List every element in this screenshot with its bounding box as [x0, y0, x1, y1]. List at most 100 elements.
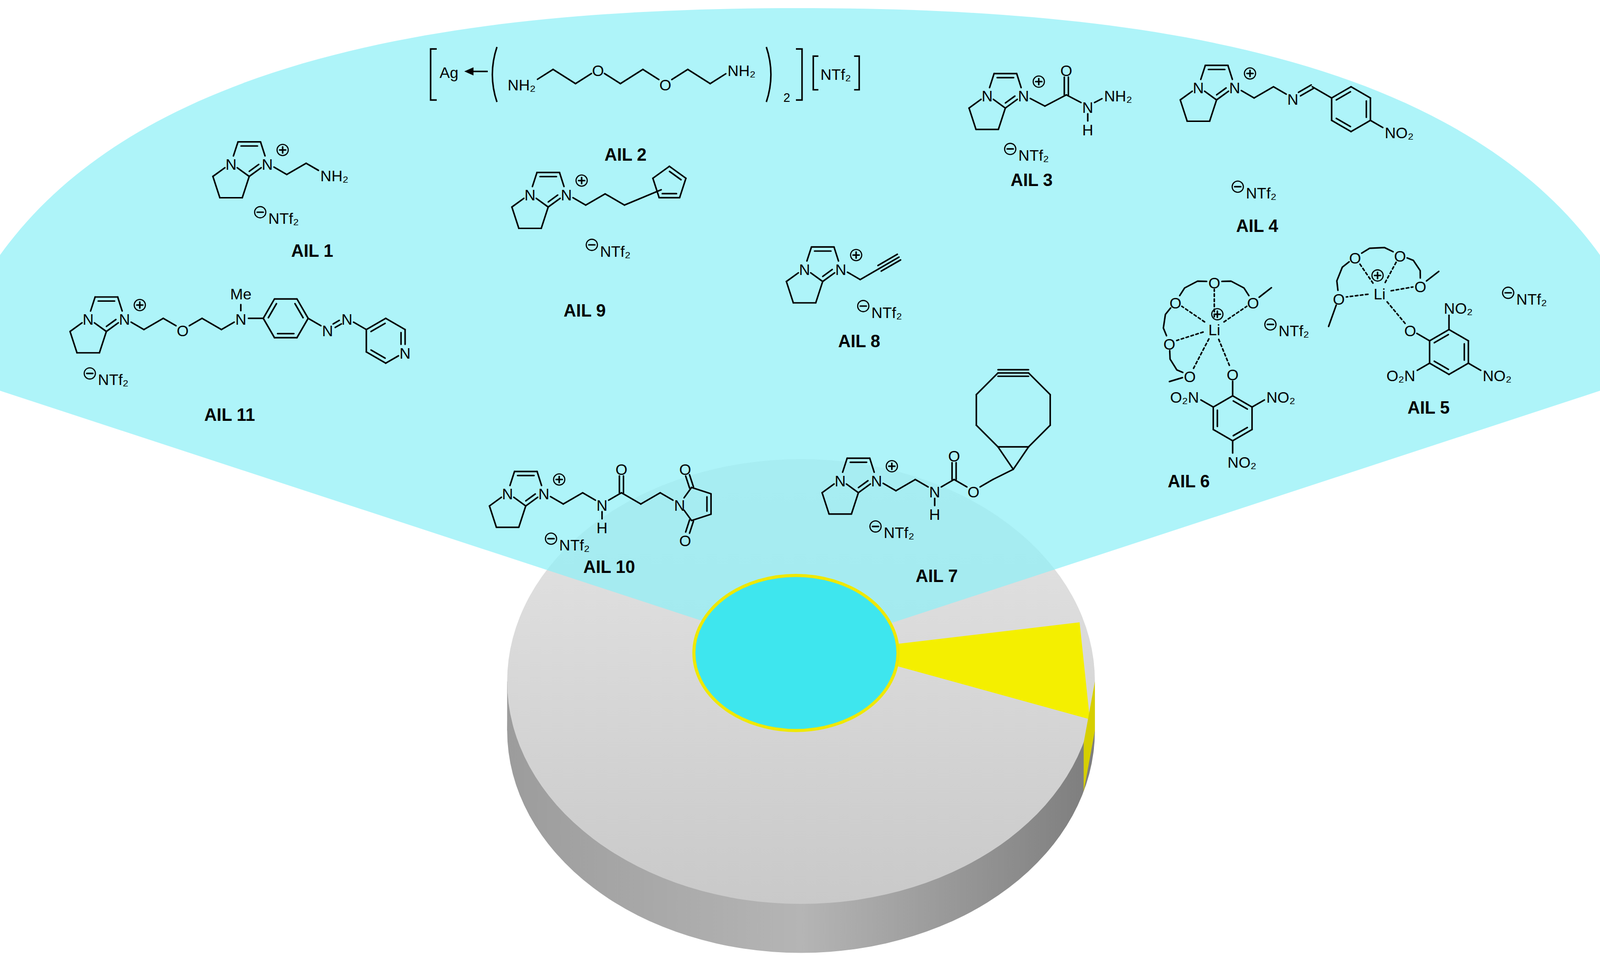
bracket: [854, 55, 860, 90]
atom-label: O: [1414, 278, 1427, 295]
atom-label: N: [834, 473, 846, 489]
bond-line: [1209, 99, 1217, 122]
negative-charge: [1264, 319, 1276, 331]
bond-line: [233, 142, 239, 156]
bond-line: [684, 487, 692, 498]
small-number: 2: [783, 91, 791, 105]
bond-line: [855, 252, 857, 259]
bond-line: [563, 492, 584, 504]
bond-line: [514, 470, 538, 473]
bond-line: [997, 446, 1014, 470]
negative-charge: [586, 239, 598, 251]
gold-contact-side: [1083, 681, 1095, 792]
coordination-bond: [1390, 286, 1413, 291]
bond-line: [1234, 186, 1241, 188]
ether-bridge: [1407, 257, 1421, 278]
complex-brackets: [430, 46, 860, 102]
bond-line: [882, 483, 896, 491]
bond-line: [541, 207, 549, 229]
compound-name: AIL 4: [1235, 217, 1279, 235]
bond-line: [1005, 96, 1016, 103]
bond-line: [552, 69, 576, 84]
bond-line: [274, 297, 298, 300]
bond-line: [489, 506, 497, 528]
charge-ring: [870, 520, 882, 532]
counter-ion: NTf₂: [268, 210, 299, 227]
bond-line: [260, 142, 265, 156]
charge-ring: [1244, 67, 1256, 79]
bond-line: [1044, 94, 1067, 106]
bond-line: [238, 141, 261, 143]
bond-line: [241, 145, 258, 147]
bond-line: [404, 329, 406, 345]
bond-line: [786, 272, 799, 282]
bond-line: [559, 172, 564, 187]
atom-label: NH₂: [727, 62, 756, 78]
bond-line: [1007, 148, 1014, 150]
bond-line: [954, 479, 968, 487]
bond-line: [201, 318, 222, 330]
bond-line: [993, 469, 1014, 480]
bond-line: [1434, 361, 1449, 370]
bond-line: [1030, 98, 1046, 107]
coordination-bond: [1387, 301, 1406, 324]
bond-line: [1448, 315, 1450, 330]
bond-line: [297, 318, 309, 339]
ether-bridge: [1361, 247, 1394, 254]
bond-line: [582, 492, 596, 500]
atom-label: N: [981, 88, 993, 104]
atom-label: N: [871, 473, 883, 489]
bond-line: [815, 281, 823, 304]
bond-line: [934, 498, 936, 506]
atom-label: N: [538, 486, 550, 502]
atom-label: N: [524, 187, 536, 203]
atom-label: O: [1169, 295, 1182, 311]
parenthesis: [766, 46, 772, 102]
bond-line: [277, 332, 294, 335]
atom-label: N: [261, 156, 273, 172]
bond-line: [1200, 65, 1206, 80]
bond-line: [851, 492, 859, 515]
bond-line: [1336, 118, 1351, 127]
coordination-bond: [1385, 261, 1397, 283]
counter-ion: NTf₂: [883, 525, 915, 541]
bond-line: [189, 318, 203, 326]
bond-line: [1369, 98, 1371, 121]
bond-line: [1205, 64, 1228, 67]
atom-label: NTf₂: [820, 66, 851, 83]
positive-charge: [850, 249, 862, 261]
bond-line: [975, 128, 999, 131]
coordination-bond: [1181, 306, 1205, 322]
bond-line: [1013, 446, 1029, 470]
bond-line: [687, 69, 711, 84]
bond-line: [1227, 65, 1233, 80]
bond-line: [601, 511, 603, 519]
bond-line: [332, 320, 340, 324]
negative-charge: [84, 367, 96, 379]
charge-ring: [254, 206, 266, 218]
bond-line: [353, 322, 367, 330]
bond-line: [975, 394, 978, 426]
atom-label: N: [119, 311, 131, 328]
compound-name: AIL 7: [915, 567, 958, 585]
coordination-bond: [1218, 339, 1230, 367]
bond-line: [1208, 68, 1225, 71]
bond-line: [969, 108, 977, 130]
bond-line: [143, 318, 164, 330]
bond-line: [872, 525, 879, 528]
bond-line: [1434, 334, 1449, 343]
bond-line: [1365, 100, 1368, 118]
atom-label: O: [1163, 336, 1176, 352]
bond-line: [1028, 373, 1050, 395]
bond-line: [249, 167, 262, 177]
bond-line: [242, 176, 250, 199]
charge-ring: [1232, 181, 1244, 193]
compound-name: AIL 2: [604, 146, 647, 164]
bond-line: [955, 462, 957, 480]
bond-line: [881, 259, 901, 271]
bond-line: [517, 474, 534, 477]
coordination-bond: [1193, 339, 1209, 369]
charge-ring: [886, 460, 898, 472]
bond-line: [660, 492, 674, 500]
bond-line: [671, 69, 688, 80]
